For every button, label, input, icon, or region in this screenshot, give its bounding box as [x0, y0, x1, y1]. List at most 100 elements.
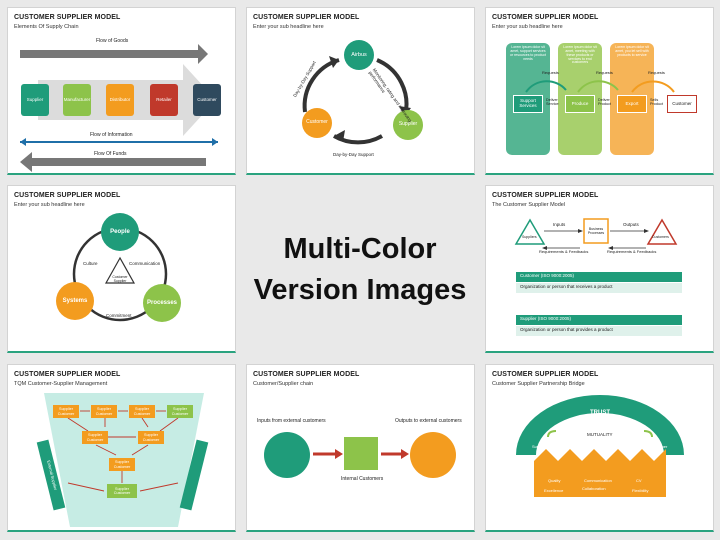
cell-customer: Customer — [113, 491, 131, 495]
slide-title: CUSTOMER SUPPLIER MODEL — [492, 192, 599, 199]
slide-subtitle: Elements Of Supply Chain — [14, 24, 79, 30]
node-supplier: Supplier — [21, 84, 49, 116]
slide-airbus-cycle[interactable]: CUSTOMER SUPPLIER MODEL Enter your sub h… — [246, 7, 475, 175]
cell-supplier: Supplier — [144, 433, 158, 438]
node-processes: Processes — [143, 284, 181, 322]
supplier-definition-body: Organization or person that provides a p… — [516, 326, 682, 336]
cell-supplier: Supplier — [115, 486, 129, 491]
bottom-support-label: Day-by-Day Support — [333, 152, 374, 157]
communication-label: Communication — [584, 478, 612, 483]
slide-subtitle: Enter your sub headline here — [253, 24, 324, 30]
slide-title: CUSTOMER SUPPLIER MODEL — [253, 14, 360, 21]
slide-customer-supplier-model[interactable]: CUSTOMER SUPPLIER MODEL The Customer Sup… — [485, 185, 714, 353]
cell-customer: Customer — [86, 437, 104, 442]
center-title-line2: Version Images — [253, 274, 467, 306]
internal-customers-label: Internal Customers — [341, 476, 384, 482]
center-title-line1: Multi-Color — [283, 233, 437, 265]
cell-customer: Customer — [95, 411, 113, 416]
process-line1: Business — [588, 227, 604, 231]
cell-customer: Customer — [171, 411, 189, 416]
cell-supplier: Supplier — [88, 433, 102, 438]
slide-subtitle: Enter your sub headline here — [14, 202, 85, 208]
slide-people-systems-processes[interactable]: CUSTOMER SUPPLIER MODEL Enter your sub h… — [7, 185, 236, 353]
center-customer: Customer — [112, 275, 128, 279]
suppliers-label: Suppliers — [522, 235, 537, 239]
triangle-graphic — [72, 226, 168, 322]
slide-subtitle: Customer Supplier Partnership Bridge — [492, 381, 585, 387]
slide-title: CUSTOMER SUPPLIER MODEL — [492, 371, 599, 378]
slide-subtitle: TQM Customer-Supplier Management — [14, 381, 108, 387]
slide-title: CUSTOMER SUPPLIER MODEL — [14, 192, 121, 199]
node-export: Export — [617, 95, 647, 113]
node-distributor: Distributor — [106, 84, 134, 116]
culture-label: Culture — [83, 261, 98, 266]
flow-goods-label: Flow of Goods — [96, 38, 129, 44]
cell-supplier: Supplier — [59, 407, 73, 412]
node-systems: Systems — [56, 282, 94, 320]
inputs-label: Inputs — [553, 222, 566, 227]
customer-label: Customer — [650, 444, 668, 449]
outputs-label: Outputs to external customers — [395, 418, 462, 424]
customers-label: Customers — [652, 235, 669, 239]
node-customer: Customer — [302, 108, 332, 138]
slide-title: CUSTOMER SUPPLIER MODEL — [492, 14, 599, 21]
sells-product-label: Sells Product — [650, 98, 664, 107]
center-title: Multi-Color Version Images — [247, 229, 473, 311]
cell-customer: Customer — [113, 464, 131, 469]
supplier-definition-head: Supplier (ISO 9000:2005) — [516, 315, 682, 325]
slide-tqm-management[interactable]: CUSTOMER SUPPLIER MODEL TQM Customer-Sup… — [7, 364, 236, 532]
bridge-graphic — [516, 395, 684, 497]
slide-customer-supplier-chain[interactable]: CUSTOMER SUPPLIER MODEL Customer/Supplie… — [246, 364, 475, 532]
node-people: People — [101, 213, 139, 251]
tqm-funnel — [36, 393, 209, 527]
inputs-label: Inputs from external customers — [257, 418, 326, 424]
customer-definition-body: Organization or person that receives a p… — [516, 283, 682, 293]
supplier-label: Supplier — [532, 444, 547, 449]
customer-definition-head: Customer (ISO 9000:2005) — [516, 272, 682, 282]
cycle-graphic — [302, 56, 411, 145]
mutuality-label: MUTUALITY — [587, 432, 613, 437]
slide-subtitle: Customer/Supplier chain — [253, 381, 314, 387]
deliver-service-label: Deliver Service — [546, 98, 559, 107]
node-customer: Customer — [193, 84, 221, 116]
slide-subtitle: The Customer Supplier Model — [492, 202, 566, 208]
cell-supplier: Supplier — [135, 407, 149, 412]
node-manufacturer: Manufacturer — [63, 84, 91, 116]
slide-title: CUSTOMER SUPPLIER MODEL — [253, 371, 360, 378]
cell-customer: Customer — [133, 411, 151, 416]
node-retailer: Retailer — [150, 84, 178, 116]
quality-label: Quality — [548, 478, 561, 483]
slide-support-chain[interactable]: CUSTOMER SUPPLIER MODEL Enter your sub h… — [485, 7, 714, 175]
cell-supplier: Supplier — [115, 460, 129, 465]
req-feedback-label-1: Requirements & Feedbacks — [539, 249, 589, 254]
node-produce: Produce — [565, 95, 595, 113]
support-arrows — [525, 80, 675, 93]
communication-label: Communication — [129, 261, 161, 266]
excellence-label: Excellence — [544, 488, 564, 493]
chain-graphic — [264, 432, 456, 478]
center-supplier: Supplier — [113, 278, 127, 283]
cell-supplier: Supplier — [173, 407, 187, 412]
cell-customer: Customer — [57, 411, 75, 416]
node-support-services: Support Services — [513, 95, 543, 113]
requests-label-1: Requests — [542, 70, 559, 75]
flexibility-label: Flexibility — [632, 488, 649, 493]
cv-label: CV — [636, 478, 642, 483]
req-feedback-label-2: Requirements & Feedbacks — [607, 249, 657, 254]
requests-label-3: Requests — [648, 70, 665, 75]
cell-customer: Customer — [142, 437, 160, 442]
column-1-text: Lorem ipsum dolor sit amet, support serv… — [510, 45, 546, 61]
cell-supplier: Supplier — [97, 407, 111, 412]
node-airbus: Airbus — [344, 40, 374, 70]
slide-partnership-bridge[interactable]: CUSTOMER SUPPLIER MODEL Customer Supplie… — [485, 364, 714, 532]
slide-supply-chain-elements[interactable]: CUSTOMER SUPPLIER MODEL Elements Of Supp… — [7, 7, 236, 175]
outputs-label: Outputs — [623, 222, 639, 227]
column-2-text: Lorem ipsum dolor sit amet, meeting with… — [563, 45, 597, 65]
